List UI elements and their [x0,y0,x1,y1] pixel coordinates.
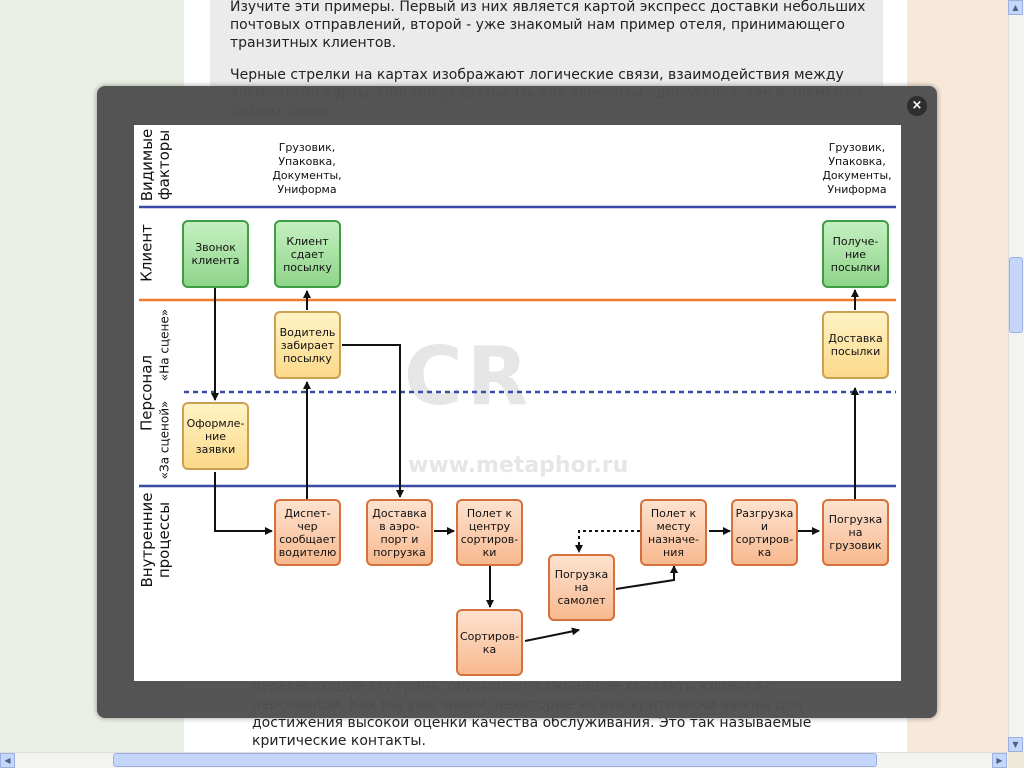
lane-internal-line1: Внутренние [138,492,156,588]
horizontal-scroll-thumb[interactable] [113,753,877,767]
service-blueprint-diagram: CR www.metaphor.ru [134,125,901,681]
box-driver-picks-up: Водитель забирает посылку [274,311,341,379]
box-dispatcher-notifies: Диспет- чер сообщает водителю [274,499,341,566]
box-sorting: Сортиров- ка [456,609,523,676]
box-to-airport-loading: Доставка в аэро- порт и погрузка [366,499,433,566]
close-icon: × [911,98,923,113]
diagram-connectors [139,205,896,642]
lane-label-internal-processes: Внутренние процессы [138,492,173,588]
lane-label-on-stage: «На сцене» [157,308,172,382]
visible-factors-right: Грузовик, Упаковка, Документы, Униформа [822,141,892,196]
lane-internal-line2: процессы [155,501,173,579]
lane-label-client: Клиент [137,224,156,282]
box-flight-to-destination: Полет к месту назначе- ния [640,499,707,566]
vertical-scrollbar[interactable] [1008,0,1024,752]
box-loading-plane: Погрузка на самолет [548,554,615,621]
arrow-loading-to-flight [615,565,678,590]
arrow-order-to-dispatcher [214,472,273,535]
arrow-dotted-flight-to-loading [575,530,640,553]
visible-factors-left: Грузовик, Упаковка, Документы, Униформа [272,141,342,196]
arrow-driver-to-airport [342,344,404,498]
lane-label-back-stage: «За сценой» [157,400,172,480]
close-lightbox-button[interactable]: × [907,96,927,116]
lane-label-staff: Персонал [137,354,156,432]
box-client-call: Звонок клиента [182,220,249,288]
arrow-sorting-to-loading [524,627,580,642]
box-unload-sort: Разгрузка и сортиров- ка [731,499,798,566]
box-client-gives-parcel: Клиент сдает посылку [274,220,341,288]
box-parcel-received: Получе- ние посылки [822,220,889,288]
box-order-processing: Оформле- ние заявки [182,402,249,470]
vertical-scroll-thumb[interactable] [1009,257,1023,333]
lane-label-visible-factors: Видимые факторы [138,128,173,202]
box-flight-to-center: Полет к центру сортиров- ки [456,499,523,566]
scroll-left-button[interactable]: ◀ [0,753,15,768]
scroll-down-button[interactable]: ▼ [1008,737,1023,752]
scroll-up-button[interactable]: ▲ [1008,0,1023,15]
paragraph-intro: Изучите эти примеры. Первый из них являе… [230,0,866,51]
lane-visible-line1: Видимые [138,128,156,202]
scrollbar-corner [1008,752,1024,768]
box-parcel-delivery: Доставка посылки [822,311,889,379]
lane-visible-line2: факторы [155,129,173,201]
scroll-right-button[interactable]: ▶ [992,753,1007,768]
box-load-truck: Погрузка на грузовик [822,499,889,566]
